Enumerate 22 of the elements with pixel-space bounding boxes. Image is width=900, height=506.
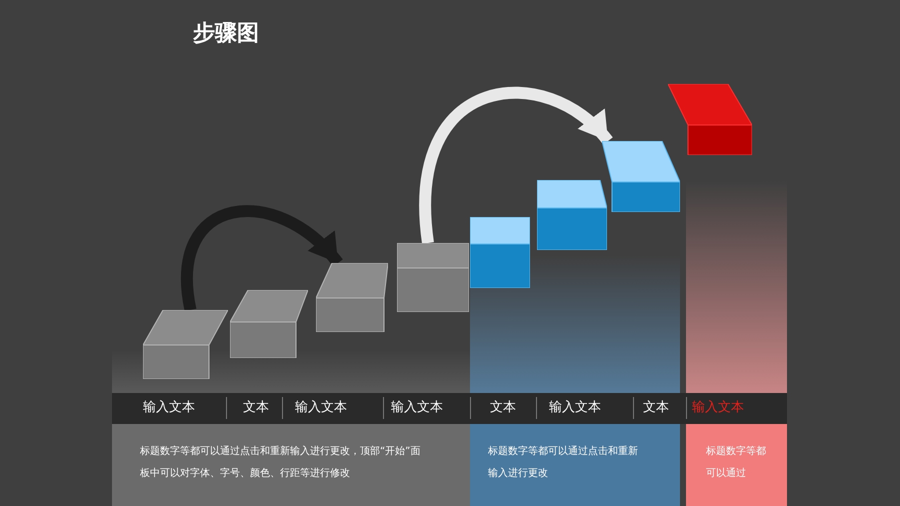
step-label: 输入文本 (549, 399, 601, 417)
step-block (316, 263, 388, 332)
step-block (143, 310, 228, 379)
step-label: 文本 (243, 399, 269, 417)
step-block (537, 180, 607, 250)
description-text: 标题数字等都可以通过 (706, 444, 767, 481)
title: 步骤图 (193, 20, 259, 48)
step-block (230, 290, 308, 358)
step-label: 输入文本 (143, 399, 195, 417)
step-label: 输入文本 (295, 399, 347, 417)
step-block (668, 84, 752, 155)
description-text: 标题数字等都可以通过点击和重新输入进行更改，顶部“开始”面板中可以对字体、字号、颜色、行距等进行修改 (140, 444, 422, 481)
step-label: 文本 (490, 399, 516, 417)
step-label: 输入文本 (692, 399, 744, 417)
description-text: 标题数字等都可以通过点击和重新输入进行更改 (488, 444, 639, 481)
step-label: 输入文本 (391, 399, 443, 417)
step-block (397, 243, 469, 312)
curved-arrow (181, 205, 342, 311)
step-label: 文本 (643, 399, 669, 417)
curved-arrow (419, 87, 612, 244)
step-block (470, 217, 530, 288)
step-block (602, 141, 680, 212)
